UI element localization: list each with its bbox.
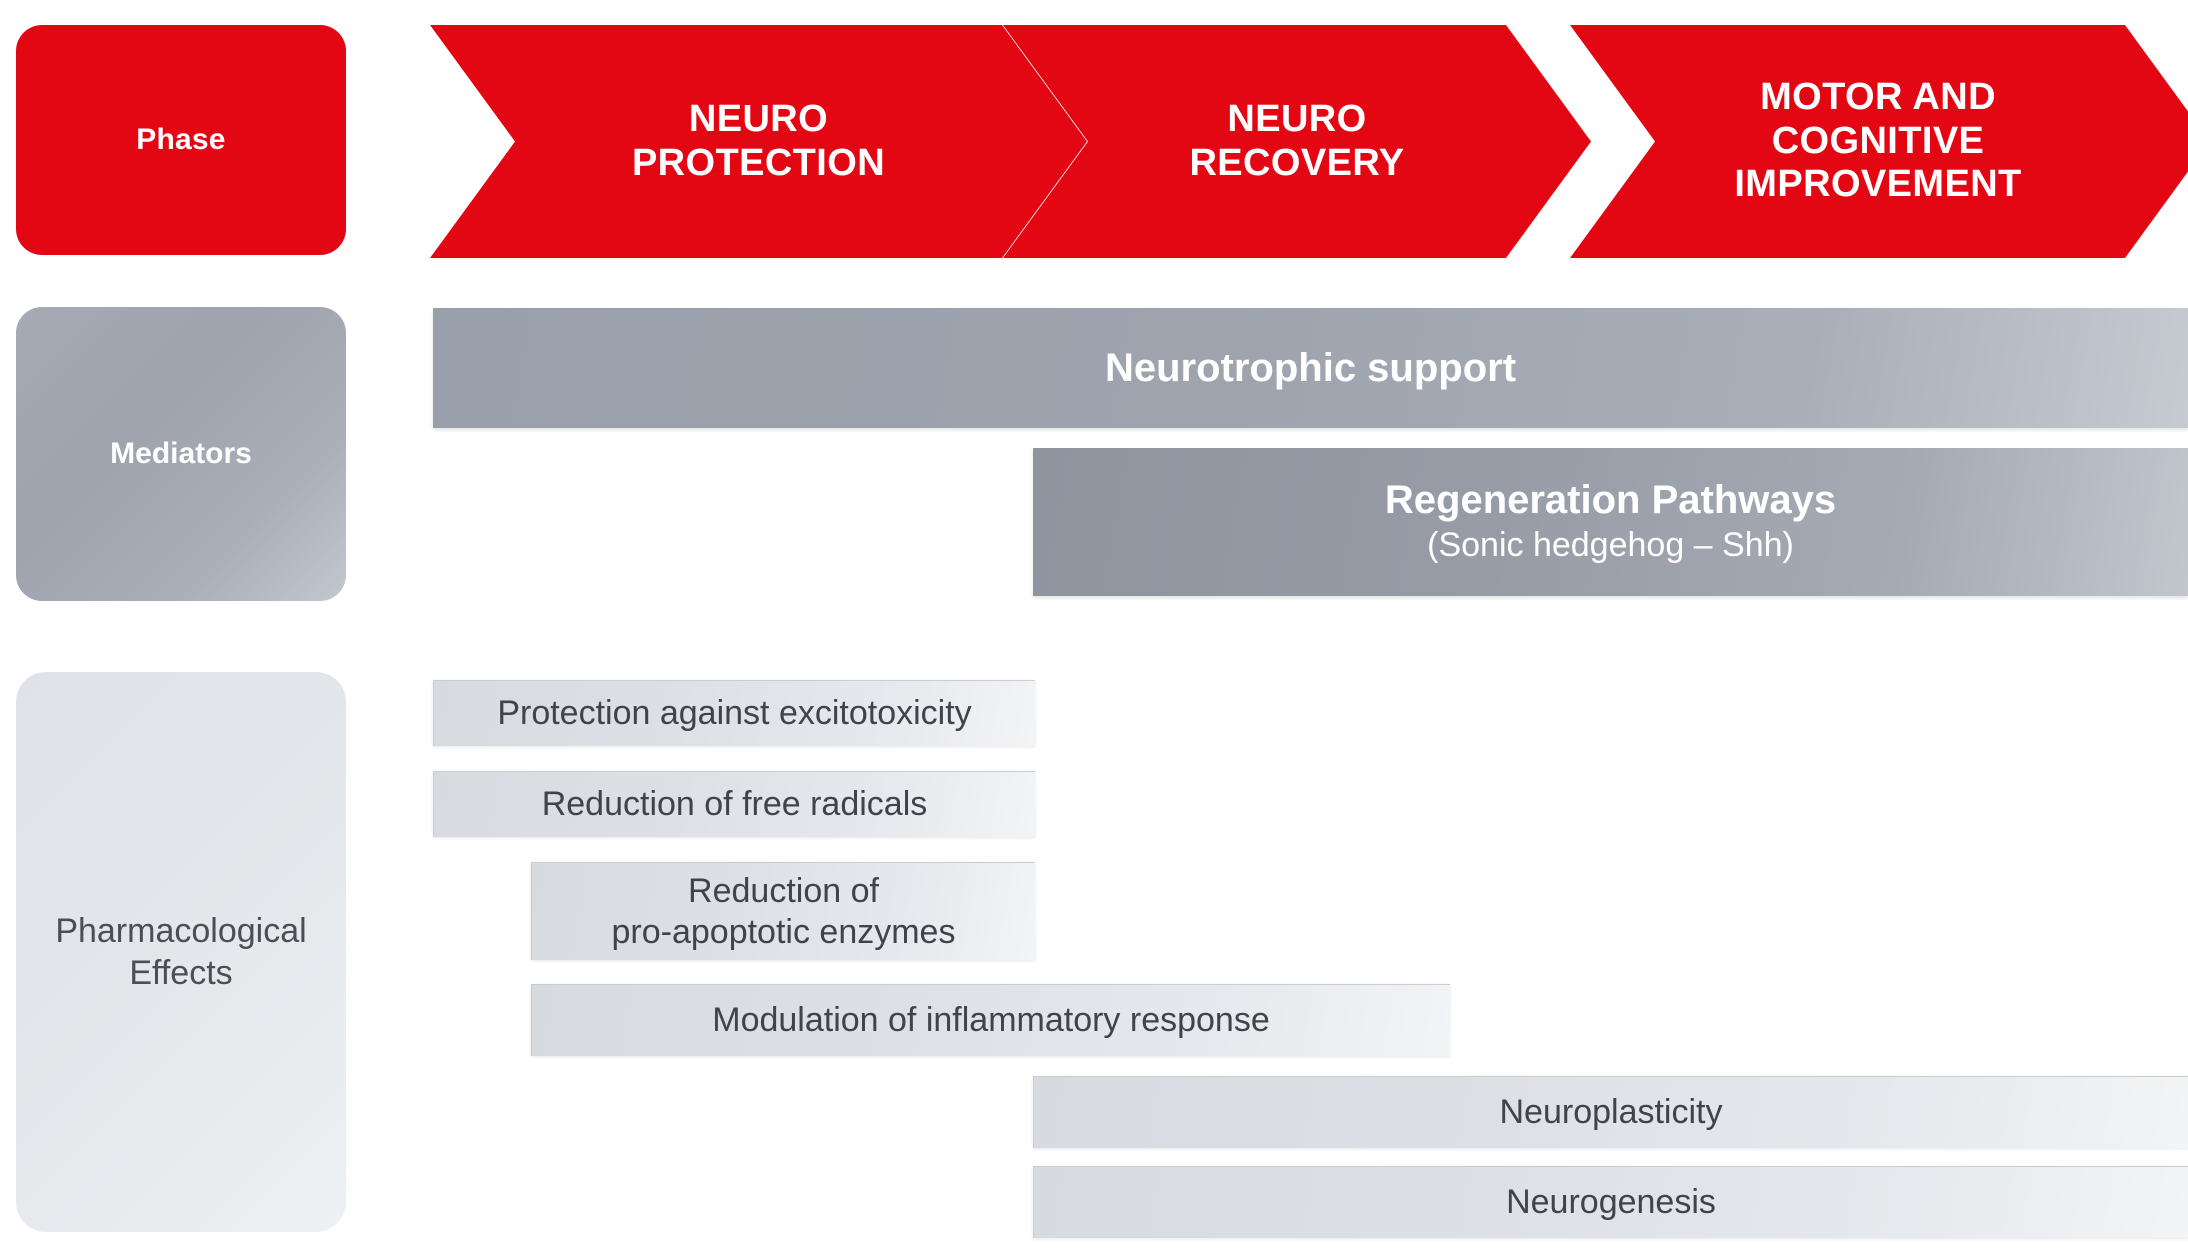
phase-chevron-neurorecovery: NEURO RECOVERY [1003,25,1591,258]
effect-4-label: Modulation of inflammatory response [712,1001,1270,1040]
row-label-phase: Phase [16,25,346,255]
phase-3-line3: IMPROVEMENT [1734,163,2022,206]
row-label-pharmacological-line1: Pharmacological [55,911,307,950]
effect-bar-protection-against-excitotoxicity: Protection against excitotoxicity [433,680,1035,746]
mediator-bar-neurotrophic-support: Neurotrophic support [433,308,2188,428]
effect-3-line2: pro-apoptotic enzymes [611,912,956,951]
mediator-neurotrophic-title: Neurotrophic support [1104,345,1517,390]
effect-2-label: Reduction of free radicals [541,785,928,824]
row-label-mediators-text: Mediators [110,437,252,470]
effect-6-label: Neurogenesis [1506,1183,1716,1222]
phase-chevron-neuroprotection: NEURO PROTECTION [430,25,1087,258]
effect-bar-modulation-of-inflammatory-response: Modulation of inflammatory response [531,984,1450,1056]
row-label-mediators: Mediators [16,307,346,601]
phase-chevron-neuroprotection-label: NEURO PROTECTION [622,98,895,185]
effect-3-line1: Reduction of [688,871,879,910]
row-label-phase-text: Phase [136,123,226,156]
phase-1-line2: PROTECTION [631,141,886,184]
phase-3-line2: COGNITIVE [1771,119,1985,162]
phase-2-line1: NEURO [1227,97,1367,140]
effect-bar-reduction-of-free-radicals: Reduction of free radicals [433,771,1035,837]
row-label-pharmacological-text: Pharmacological Effects [55,910,306,995]
effect-1-label: Protection against excitotoxicity [497,694,972,733]
phase-chevron-neurorecovery-label: NEURO RECOVERY [1179,98,1414,185]
row-label-pharmacological-effects: Pharmacological Effects [16,672,346,1232]
effect-bar-neuroplasticity: Neuroplasticity [1033,1076,2188,1148]
row-label-pharmacological-line2: Effects [129,954,233,992]
effect-bar-reduction-of-pro-apoptotic-enzymes: Reduction of pro-apoptotic enzymes [531,862,1035,960]
mediator-regeneration-subtitle: (Sonic hedgehog – Shh) [1427,526,1794,564]
mediator-bar-regeneration-pathways: Regeneration Pathways (Sonic hedgehog – … [1033,448,2188,596]
effect-bar-neurogenesis: Neurogenesis [1033,1166,2188,1238]
phase-1-line1: NEURO [688,97,829,140]
effect-5-label: Neuroplasticity [1499,1093,1723,1132]
phase-chevron-motor-cognitive-improvement: MOTOR AND COGNITIVE IMPROVEMENT [1570,25,2188,258]
effect-3-label: Reduction of pro-apoptotic enzymes [612,871,956,953]
phase-chevron-motor-cognitive-label: MOTOR AND COGNITIVE IMPROVEMENT [1724,76,2031,207]
mediator-regeneration-title: Regeneration Pathways [1384,478,1837,523]
phase-3-line1: MOTOR AND [1760,75,1996,118]
phase-2-line2: RECOVERY [1189,141,1405,184]
